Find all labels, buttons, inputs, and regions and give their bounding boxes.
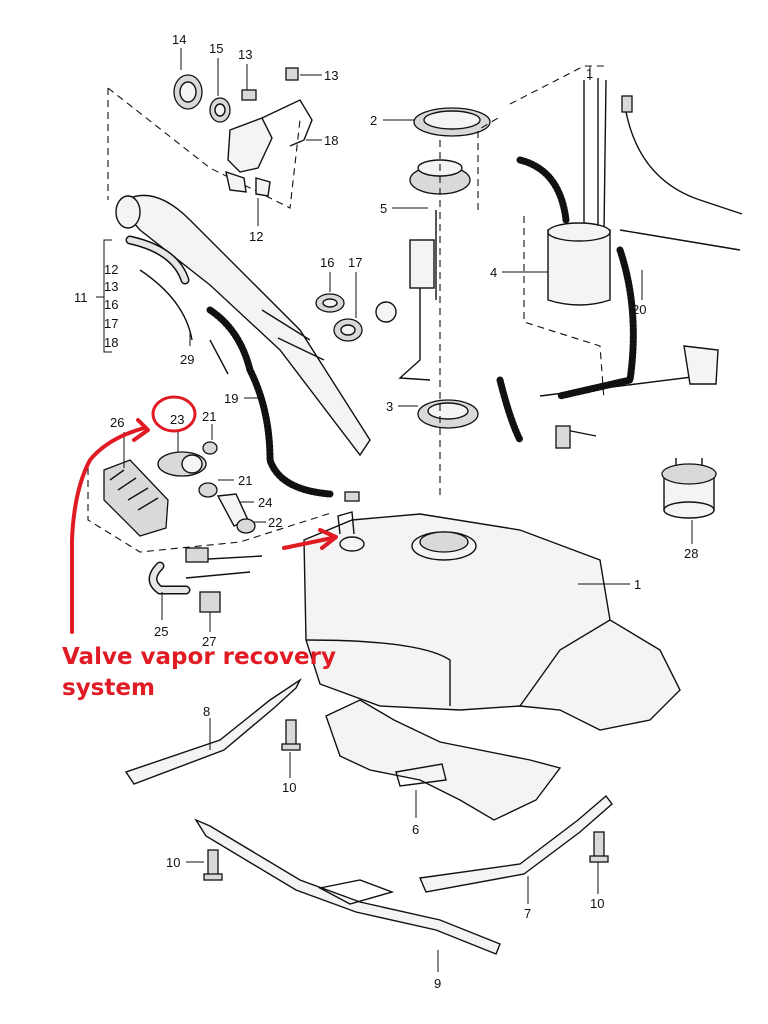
part-4-pump [547,229,611,306]
part-number-16: 16 [104,297,118,312]
part-number-18: 18 [324,133,338,148]
part-number-21: 21 [238,473,252,488]
part-number-23: 23 [170,412,184,427]
annotation-curve-arrow [70,426,146,634]
part-21-clamp [202,441,218,455]
part-7-strap [418,794,613,893]
part-number-27: 27 [202,634,216,649]
part-number-4: 4 [490,265,497,280]
part-number-21: 21 [202,409,216,424]
part-26-bracket [103,459,169,537]
fuel-pump-assembly [315,107,499,500]
part-number-8: 8 [203,704,210,719]
red-annotation: Valve vapor recovery system [62,395,338,701]
part-number-2: 2 [370,113,377,128]
vapor-recovery-parts [87,441,335,613]
part-number-10: 10 [590,896,604,911]
part-number-13: 13 [324,68,338,83]
curve-arrowhead [132,418,150,442]
part-number-26: 26 [110,415,124,430]
part-9-strap [194,818,501,955]
part-number-17: 17 [348,255,362,270]
filler-neck-pipe [115,194,371,502]
part-number-13: 13 [104,279,118,294]
part-number-14: 14 [172,32,186,47]
part-13-bolt-b [285,67,299,81]
part-28-canister [661,458,717,519]
part-number-15: 15 [209,41,223,56]
part-11-callout-list: 11 12 13 16 17 18 [74,239,118,353]
leader-lines [123,48,693,972]
part-number-1: 1 [634,577,641,592]
part-number-5: 5 [380,201,387,216]
part-number-11: 11 [74,290,88,305]
annotation-text-line2: system [62,675,155,701]
part-number-16: 16 [320,255,334,270]
part-number-20: 20 [632,302,646,317]
part-number-12: 12 [249,229,263,244]
part-number-18: 18 [104,335,118,350]
part-number-7: 7 [524,906,531,921]
part-number-17: 17 [104,316,118,331]
annotation-text-line1: Valve vapor recovery [62,644,336,670]
part-10-bolt-a [285,719,297,747]
part-8-strap [124,677,302,785]
right-pump-module [496,65,743,449]
part-number-29: 29 [180,352,194,367]
part-21-clamp-b [198,482,218,498]
part-number-6: 6 [412,822,419,837]
part-number-19: 19 [224,391,238,406]
part-13-bolt [241,89,257,101]
part-12-neck-housing [227,117,273,173]
part-number-13: 13 [238,47,252,62]
part-22-clamp [236,518,256,534]
filler-cap-assembly [107,67,313,209]
part-number-24: 24 [258,495,272,510]
part-number-22: 22 [268,515,282,530]
part-1-fuel-tank [303,511,681,731]
part-number-25: 25 [154,624,168,639]
tank-straps [124,677,613,955]
part-number-1: 1 [586,66,593,81]
highlight-circle [151,395,197,433]
part-27-clip [199,591,221,613]
part-number-10: 10 [166,855,180,870]
part-number-12: 12 [104,262,118,277]
part-25-tee [185,547,209,563]
part-number-28: 28 [684,546,698,561]
part-6-heat-shield [325,699,562,821]
part-10-bolt-c [593,831,605,859]
part-number-10: 10 [282,780,296,795]
part-number-3: 3 [386,399,393,414]
part-19-vent-hose [206,306,334,498]
tank-arrow [282,536,334,550]
part-number-9: 9 [434,976,441,991]
part-10-bolt-b [207,849,219,877]
part-number-labels: 14 15 13 13 18 12 2 5 16 17 3 4 1 20 28 … [110,32,698,991]
part-11-filler-neck [116,194,371,457]
